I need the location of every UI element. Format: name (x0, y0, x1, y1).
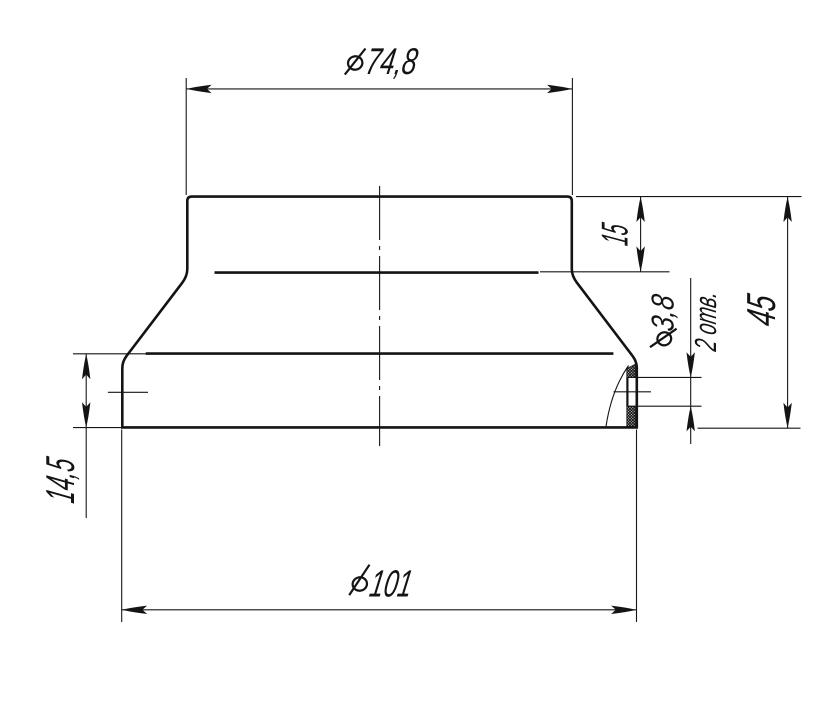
svg-text:45: 45 (738, 291, 784, 329)
svg-text:2 отв.: 2 отв. (688, 288, 723, 354)
svg-text:101: 101 (367, 563, 416, 606)
svg-text:15: 15 (594, 220, 636, 248)
svg-text:14,5: 14,5 (37, 454, 83, 506)
svg-text:3,8: 3,8 (645, 292, 681, 334)
svg-text:74,8: 74,8 (363, 40, 421, 82)
